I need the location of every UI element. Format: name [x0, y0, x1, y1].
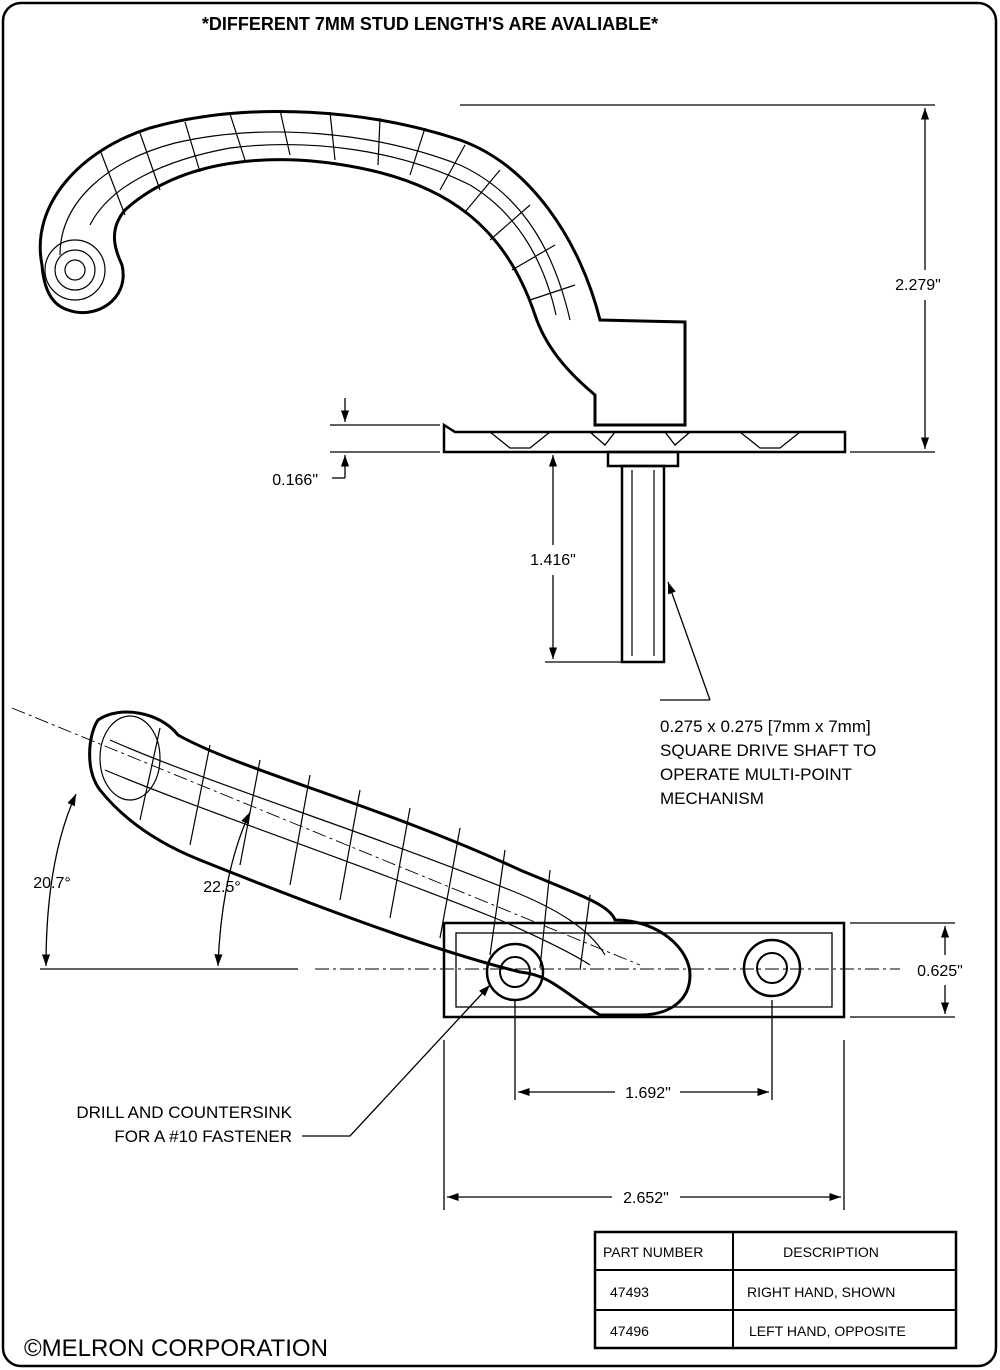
parts-table: [593, 1230, 958, 1350]
table-cell-part-2: 47496: [610, 1323, 649, 1339]
shaft-collar: [606, 450, 680, 468]
label-stud-length: 1.416": [530, 552, 576, 569]
dim-angles: [40, 793, 298, 970]
label-height-overall: 2.279": [895, 277, 941, 294]
dim-plate-width: [850, 922, 955, 1018]
dim-stud-length: [545, 455, 622, 663]
table-header-part-number: PART NUMBER: [603, 1244, 703, 1260]
table-header-description: DESCRIPTION: [783, 1244, 879, 1260]
handle-body: [88, 710, 692, 1017]
label-angle-outer: 20.7°: [33, 875, 71, 892]
shaft-leader: [660, 581, 711, 701]
table-cell-desc-2: LEFT HAND, OPPOSITE: [749, 1323, 906, 1339]
dim-plate-thickness: [330, 398, 440, 479]
handle-side-view: [38, 109, 847, 664]
copyright: ©MELRON CORPORATION: [24, 1335, 328, 1362]
label-plate-length: 2.652": [623, 1190, 669, 1207]
label-plate-width: 0.625": [917, 963, 963, 980]
handle-centreline: [11, 707, 641, 966]
callout-shaft-line-2: SQUARE DRIVE SHAFT TO: [660, 741, 876, 760]
label-angle-inner: 22.5°: [203, 879, 241, 896]
label-hole-spacing: 1.692": [625, 1085, 671, 1102]
escutcheon-plate: [442, 921, 846, 1019]
table-cell-desc-1: RIGHT HAND, SHOWN: [747, 1284, 895, 1300]
callout-fastener-line-1: DRILL AND COUNTERSINK: [76, 1103, 292, 1122]
rose-plate: [442, 422, 847, 454]
callout-shaft-line-4: MECHANISM: [660, 789, 764, 808]
lever-mesh: [44, 109, 576, 321]
plate-countersinks: [489, 431, 801, 449]
handle-plan-view: [11, 707, 900, 1019]
callout-fastener-line-2: FOR A #10 FASTENER: [114, 1127, 292, 1146]
dim-height-overall: [460, 104, 935, 453]
callout-shaft-line-3: OPERATE MULTI-POINT: [660, 765, 852, 784]
dim-hole-spacing: [514, 1000, 773, 1100]
label-plate-thickness: 0.166": [272, 472, 318, 489]
fastener-leader: [302, 984, 491, 1137]
callout-shaft-line-1: 0.275 x 0.275 [7mm x 7mm]: [660, 717, 871, 736]
header-note: *DIFFERENT 7MM STUD LENGTH'S ARE AVALIAB…: [202, 14, 658, 34]
lever-arm: [38, 110, 687, 427]
handle-mesh: [99, 715, 606, 971]
hole-right: [742, 938, 802, 998]
drive-shaft: [620, 464, 666, 664]
table-cell-part-1: 47493: [610, 1284, 649, 1300]
dim-plate-length: [443, 1040, 845, 1210]
